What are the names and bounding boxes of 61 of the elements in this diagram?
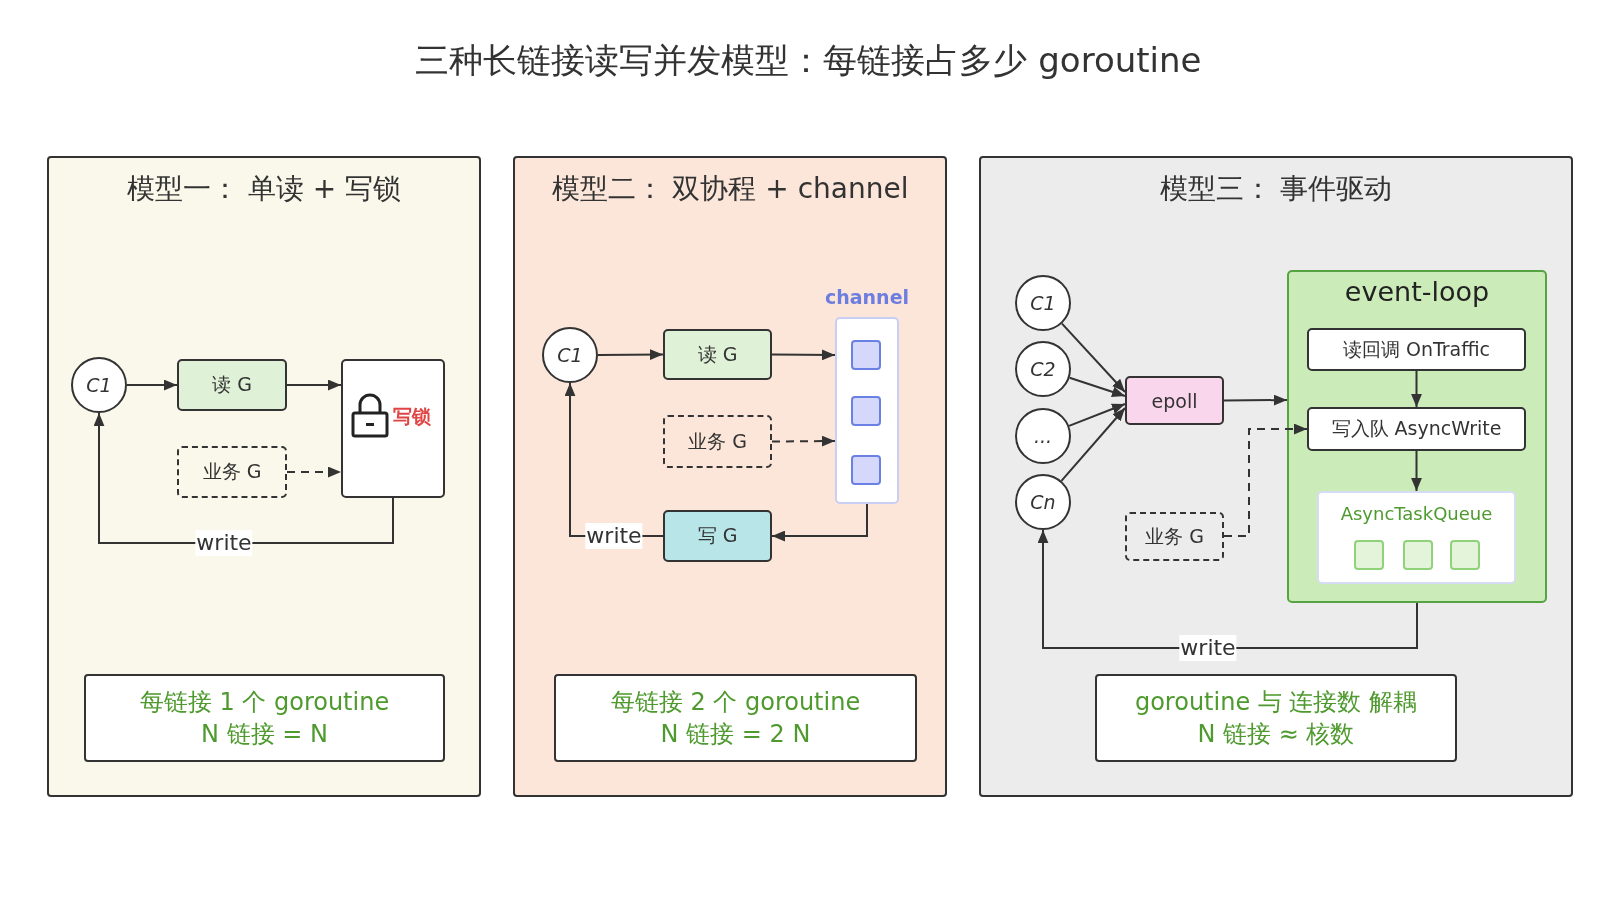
edge-label: write <box>1179 635 1237 661</box>
queue-slot <box>1403 540 1433 570</box>
arrow <box>126 379 178 391</box>
panel-heading: 模型二： 双协程 + channel <box>550 171 910 207</box>
arrow <box>771 435 836 447</box>
arrow <box>1223 423 1308 537</box>
arrow <box>1060 407 1126 482</box>
queue-slot <box>1354 540 1384 570</box>
panel <box>513 156 947 797</box>
process-box: 读 G <box>663 329 772 380</box>
event-loop-box <box>1287 270 1547 603</box>
arrow <box>1068 403 1126 427</box>
process-box: 业务 G <box>663 415 772 468</box>
connection-circle: Cn <box>1015 474 1071 530</box>
panel <box>979 156 1573 797</box>
channel-label: channel <box>823 286 911 308</box>
process-box: 写 G <box>663 510 772 562</box>
queue-label: AsyncTaskQueue <box>1339 503 1494 524</box>
summary-box <box>1095 674 1457 762</box>
connection-circle: C1 <box>1015 275 1071 331</box>
queue-slot <box>851 340 881 370</box>
arrow <box>1411 370 1422 408</box>
arrow <box>1037 529 1418 649</box>
arrow <box>93 412 394 544</box>
process-box: 业务 G <box>177 446 287 498</box>
connection-circle: C1 <box>71 357 127 413</box>
panel-heading: 模型一： 单读 + 写锁 <box>125 171 403 207</box>
process-box: 写入队 AsyncWrite <box>1307 407 1526 451</box>
process-box: 读 G <box>177 359 287 411</box>
summary-text: 每链接 1 个 goroutine N 链接 = N <box>138 687 391 750</box>
arrow <box>1411 450 1422 492</box>
title: 三种长链接读写并发模型：每链接占多少 goroutine <box>414 39 1203 82</box>
arrow <box>771 349 836 361</box>
arrow <box>597 349 664 360</box>
connection-circle: C2 <box>1015 341 1071 397</box>
edge-label: write <box>585 523 643 549</box>
lock-box <box>341 359 445 498</box>
process-box: 读回调 OnTraffic <box>1307 328 1526 371</box>
arrow <box>771 503 868 542</box>
panel <box>47 156 481 797</box>
arrow <box>286 466 342 478</box>
process-box: 业务 G <box>1125 512 1224 561</box>
queue-slot <box>851 455 881 485</box>
queue-slot <box>1450 540 1480 570</box>
edge-label: write <box>195 530 253 556</box>
queue-box <box>1317 491 1516 584</box>
panel-heading: 模型三： 事件驱动 <box>1158 171 1394 207</box>
lock-label: 写锁 <box>393 404 431 429</box>
summary-box <box>84 674 445 762</box>
process-box: epoll <box>1125 376 1224 425</box>
connection-circle: C1 <box>542 327 598 383</box>
arrow <box>1068 376 1126 398</box>
connection-circle: ... <box>1015 408 1071 464</box>
arrow <box>286 379 342 391</box>
arrow <box>1223 394 1288 406</box>
queue-slot <box>851 396 881 426</box>
summary-box <box>554 674 917 762</box>
summary-text: goroutine 与 连接数 解耦 N 链接 ≈ 核数 <box>1133 687 1419 750</box>
arrow <box>1060 322 1126 393</box>
box-heading: event-loop <box>1343 276 1491 307</box>
summary-text: 每链接 2 个 goroutine N 链接 = 2 N <box>609 687 862 750</box>
